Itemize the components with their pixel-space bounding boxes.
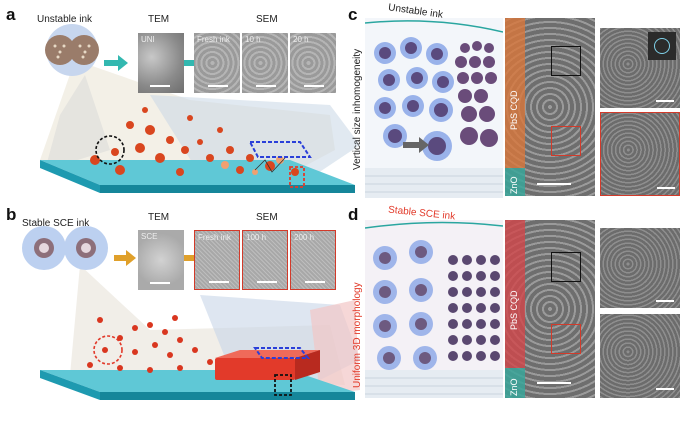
panel-a-ink-label: Unstable ink [37,14,93,25]
panel-a-label: a [6,5,16,24]
panel-a-sem-tag-1: 10 h [245,35,261,44]
scale-bar [656,388,674,390]
scale-bar [656,300,674,302]
scale-bar [208,85,228,87]
panel-b-label: b [6,205,17,224]
panel-b-sem-title: SEM [256,212,278,223]
panel-b-schematic [22,226,360,400]
panel-b-sem-tag-0: Fresh ink [198,233,231,242]
scale-bar [256,85,276,87]
panel-a-sem-20h: 20 h [290,33,336,93]
panel-b-sem-100h: 100 h [242,230,288,290]
scale-bar [150,282,170,284]
scale-bar [150,85,170,87]
panel-d-hrtem-bottom [600,314,680,398]
panel-c-hrtem-bottom [600,112,680,196]
zno-band [505,368,525,398]
panel-a-tem-tag: UNI [141,35,155,44]
panel-a-tem-image: UNI [138,33,184,93]
panel-d-film-illustration [365,220,503,398]
panel-c-side-label: Vertical size inhomogeneity [352,48,363,170]
panel-b-ink-label: Stable SCE ink [22,218,90,229]
pbs-band [505,220,525,368]
panel-a-schematic [40,24,360,193]
panel-c-layer-top: PbS CQD [509,90,519,130]
panel-d-hrtem-top [600,228,680,308]
panel-b-tem-tag: SCE [141,232,158,241]
fft-inset [648,32,676,60]
panel-a-sem-10h: 10 h [242,33,288,93]
panel-d-side-label: Uniform 3D morphology [352,282,363,388]
panel-b-tem-image: SCE [138,230,184,290]
scale-bar [537,183,571,185]
scale-bar [656,100,674,102]
scale-bar [657,187,675,189]
panel-b-sem-tag-2: 200 h [294,233,315,242]
zoom-box-bottom [551,126,581,156]
panel-d-layer-bottom: ZnO [509,378,519,396]
panel-a-sem-title: SEM [256,14,278,25]
panel-c-hrtem-top [600,28,680,108]
panel-b-tem-title: TEM [148,212,170,223]
panel-c-film-illustration [365,18,503,198]
panel-c-label: c [348,5,358,24]
panel-c-cross-section: PbS CQD ZnO [505,18,595,196]
panel-a-tem-title: TEM [148,14,170,25]
zoom-box-top [551,46,581,76]
scale-bar [305,281,325,283]
panel-d-cross-section: PbS CQD ZnO [505,220,595,398]
panel-b-sem-tag-1: 100 h [246,233,267,242]
panel-a-sem-tag-2: 20 h [293,35,309,44]
zoom-box-bottom [551,324,581,354]
zoom-box-top [551,252,581,282]
panel-b-sem-200h: 200 h [290,230,336,290]
panel-a-sem-fresh: Fresh ink [194,33,240,93]
panel-c-layer-bottom: ZnO [509,176,519,194]
scale-bar [304,85,324,87]
scale-bar [537,382,571,384]
zno-band [505,168,525,196]
panel-b-sem-fresh: Fresh ink [194,230,240,290]
pbs-band [505,18,525,168]
scale-bar [209,281,229,283]
scale-bar [257,281,277,283]
panel-a-sem-tag-0: Fresh ink [197,35,230,44]
panel-d-layer-top: PbS CQD [509,290,519,330]
panel-d-label: d [348,205,359,224]
